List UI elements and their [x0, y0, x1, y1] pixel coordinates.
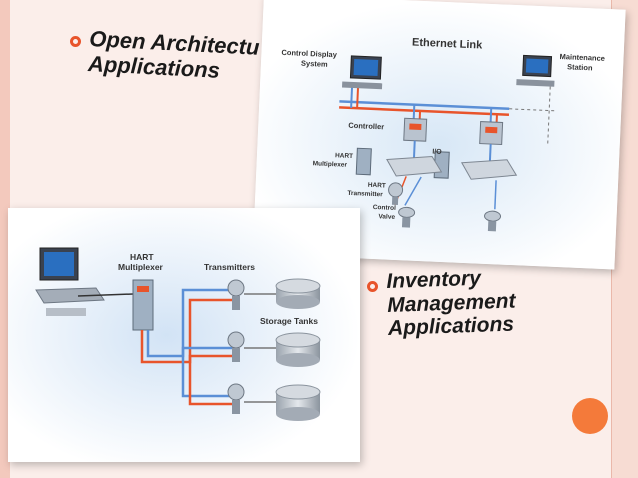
transmitter-icon [227, 383, 245, 414]
storage-tank-icon [275, 384, 321, 421]
io-label: I/O [432, 148, 442, 155]
computer-icon [35, 247, 105, 316]
computer-icon [341, 55, 383, 90]
control-display-label: Control Display [281, 48, 338, 59]
bullet-text-inventory-management: Inventory Management Applications [386, 266, 516, 340]
hart-multiplexer-label-2: Multiplexer [312, 160, 347, 169]
ethernet-network-diagram: Ethernet Link Control Display System Mai… [252, 0, 626, 270]
storage-tank-diagram: HART Multiplexer Transmitters Storage Ta… [8, 208, 360, 462]
storage-tanks-label: Storage Tanks [260, 316, 318, 326]
controller-icon [403, 117, 428, 142]
storage-tank-icon [275, 278, 321, 309]
control-valve-label: Control [373, 204, 397, 212]
bullet-text-open-architecture: Open Architectu Applications [87, 26, 261, 83]
storage-tank-diagram-svg: HART Multiplexer Transmitters Storage Ta… [8, 208, 360, 462]
transmitter-icon [227, 279, 245, 310]
left-border-strip [0, 0, 10, 478]
storage-tank-icon [275, 332, 321, 367]
bullet-icon [367, 281, 378, 292]
hart-transmitter-icon [388, 182, 404, 206]
control-display-label-2: System [301, 59, 328, 69]
ethernet-diagram-svg: Ethernet Link Control Display System Mai… [252, 0, 626, 270]
hart-multiplexer-label: HART [130, 252, 154, 262]
control-valve-icon [484, 210, 502, 232]
maintenance-station-label-2: Station [567, 62, 593, 72]
hart-multiplexer-icon [132, 279, 154, 331]
hart-transmitter-label: HART [368, 182, 386, 190]
transmitters-label: Transmitters [204, 262, 255, 272]
bullet-icon [70, 36, 81, 47]
hart-transmitter-label-2: Transmitter [347, 190, 383, 199]
maintenance-station-label: Maintenance [559, 52, 605, 63]
orange-circle-decoration [572, 398, 608, 434]
control-valve-icon [398, 206, 416, 228]
hart-multiplexer-label-2: Multiplexer [118, 262, 164, 272]
controller-icon [479, 121, 504, 146]
transmitter-icon [227, 331, 245, 362]
io-module-icon [386, 155, 518, 180]
control-valve-label-2: Valve [378, 213, 395, 221]
hart-multiplexer-label: HART [335, 152, 353, 160]
ethernet-link-label: Ethernet Link [412, 37, 484, 52]
computer-icon [516, 54, 555, 87]
controller-label: Controller [348, 121, 384, 132]
